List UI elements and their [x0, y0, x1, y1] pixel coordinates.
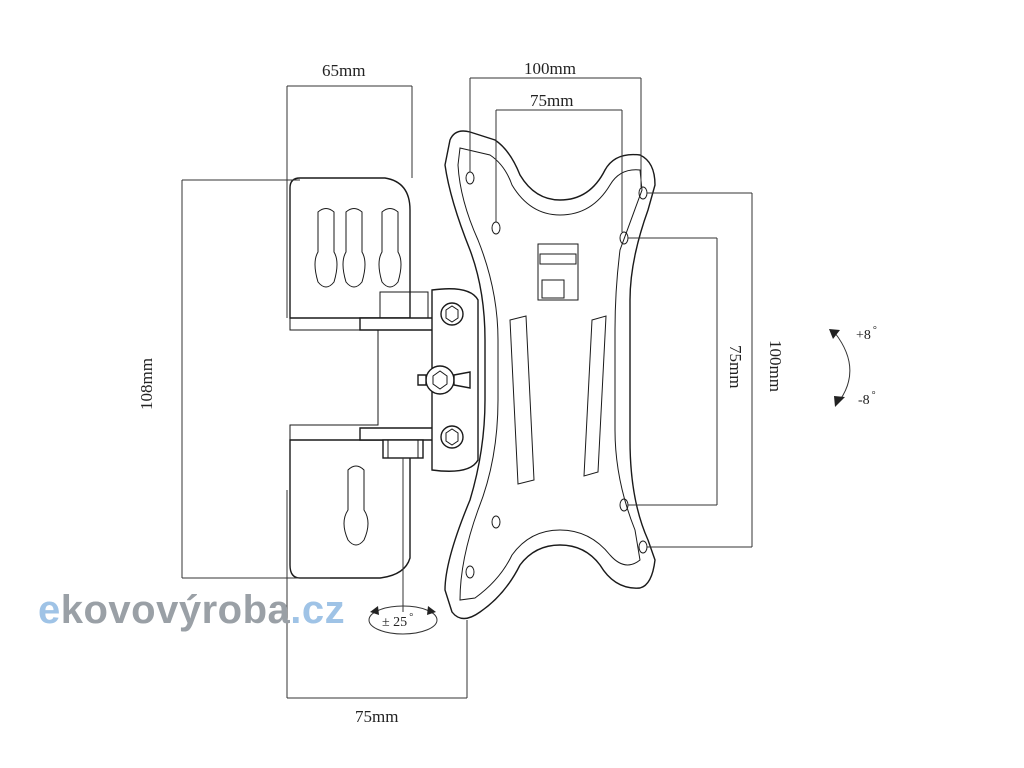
keyhole-slots-top — [314, 208, 402, 288]
watermark-logo: ekovovýroba.cz — [38, 588, 345, 633]
dim-75mm-top: 75mm — [530, 91, 573, 110]
watermark-tld: .cz — [290, 588, 346, 632]
dimension-lines — [181, 77, 753, 699]
swivel-arrow-right-icon — [427, 606, 436, 615]
tilt-plus: +8° — [856, 325, 877, 343]
swivel-arrow-left-icon — [370, 606, 379, 615]
tilt-minus: -8° — [858, 390, 876, 408]
tilt-indicator: +8° -8° — [829, 325, 877, 408]
tilt-down-arrow-icon — [834, 396, 845, 407]
keyhole-slot-bottom — [343, 465, 369, 546]
tilt-up-arrow-icon — [829, 329, 840, 339]
dim-75mm-right: 75mm — [726, 345, 745, 388]
dim-108mm: 108mm — [137, 358, 156, 410]
vesa-plate — [444, 130, 656, 620]
swivel-arm — [359, 288, 479, 472]
dim-75mm-bottom: 75mm — [355, 707, 398, 726]
dim-100mm-top: 100mm — [524, 59, 576, 78]
swivel-label: ± 25° — [382, 612, 413, 630]
watermark-e: e — [38, 588, 61, 632]
dim-100mm-right: 100mm — [766, 340, 785, 392]
dim-65mm: 65mm — [322, 61, 365, 80]
swivel-indicator: ± 25° — [368, 605, 438, 635]
wall-plate — [289, 177, 429, 579]
watermark-main: kovovýroba — [60, 588, 291, 632]
